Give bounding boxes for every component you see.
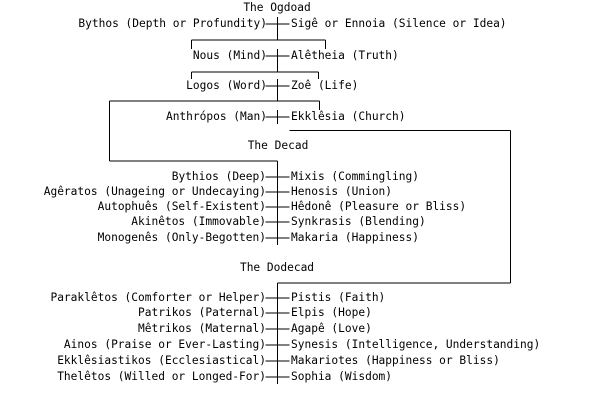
dodecad-left-6: Thelêtos (Willed or Longed-For) [57,370,266,383]
dodecad-left-3: Mêtrikos (Maternal) [138,322,266,335]
ogdoad-left-1: Bythos (Depth or Profundity) [78,17,267,30]
decad-right-4: Synkrasis (Blending) [291,215,426,228]
dodecad-left-4: Ainos (Praise or Ever-Lasting) [63,338,266,351]
dodecad-right-3: Agapê (Love) [291,322,372,335]
decad-left-4: Akinêtos (Immovable) [131,215,266,228]
decad-title: The Decad [247,139,309,152]
dodecad-left-2: Patrikos (Paternal) [138,306,266,319]
ogdoad-right-4: Ekklêsia (Church) [291,110,406,123]
decad-right-3: Hêdonê (Pleasure or Bliss) [291,200,467,213]
dodecad-left-5: Ekklêsiastikos (Ecclesiastical) [57,354,266,367]
ogdoad-right-3: Zoê (Life) [291,79,359,92]
ogdoad-title: The Ogdoad [243,1,311,14]
decad-right-5: Makaria (Happiness) [291,231,419,244]
ogdoad-right-1: Sigê or Ennoia (Silence or Idea) [291,17,507,30]
ogdoad-right-2: Alêtheia (Truth) [291,49,399,62]
dodecad-right-1: Pistis (Faith) [291,291,386,304]
dodecad-right-4: Synesis (Intelligence, Understanding) [291,338,541,351]
dodecad-right-5: Makariotes (Happiness or Bliss) [291,354,500,367]
decad-left-3: Autophuês (Self-Existent) [97,200,266,213]
dodecad-right-2: Elpis (Hope) [291,306,372,319]
dodecad-right-6: Sophia (Wisdom) [291,370,393,383]
decad-left-1: Bythios (Deep) [171,170,266,183]
ogdoad-left-2: Nous (Mind) [192,49,267,62]
decad-left-2: Agêratos (Unageing or Undecaying) [43,185,266,198]
ogdoad-left-3: Logos (Word) [186,79,267,92]
dodecad-title: The Dodecad [239,261,315,274]
decad-left-5: Monogenês (Only-Begotten) [97,231,266,244]
ogdoad-left-4: Anthrópos (Man) [165,110,267,123]
decad-right-1: Mixis (Commingling) [291,170,419,183]
decad-right-2: Henosis (Union) [291,185,393,198]
dodecad-left-1: Paraklêtos (Comforter or Helper) [50,291,266,304]
